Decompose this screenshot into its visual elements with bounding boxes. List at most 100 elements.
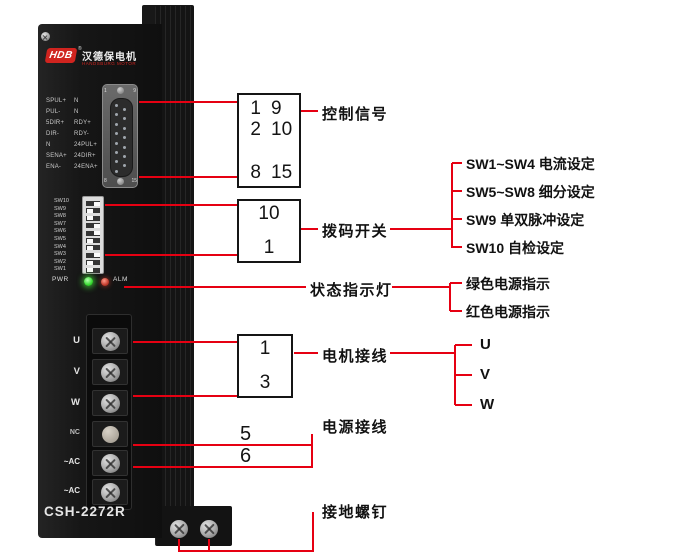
dip-switch bbox=[86, 201, 100, 206]
pwr-label: PWR bbox=[52, 276, 69, 283]
registered-mark: ® bbox=[78, 46, 82, 52]
pin-label: SENA+ bbox=[46, 153, 67, 159]
dip-setting-microstep: SW5~SW8 细分设定 bbox=[466, 184, 595, 200]
model-label: CSH-2272R bbox=[44, 504, 126, 519]
dip-switch bbox=[86, 252, 100, 258]
motor-top-number: 1 bbox=[259, 338, 271, 359]
terminal-block bbox=[86, 314, 132, 510]
pin-label: PUL- bbox=[46, 109, 61, 115]
status-green-desc: 绿色电源指示 bbox=[466, 276, 550, 292]
dip-switch bbox=[86, 215, 100, 221]
terminal-label-v: V bbox=[73, 366, 80, 377]
pin-label: 24ENA+ bbox=[74, 164, 98, 170]
pin-label: 5DIR+ bbox=[46, 120, 65, 126]
terminal-screw-icon bbox=[101, 483, 120, 502]
pin-label: N bbox=[46, 142, 51, 148]
pin-number-pair: 8 15 bbox=[250, 162, 293, 183]
pin-number-pair: 2 10 bbox=[250, 119, 293, 140]
dip-switch bbox=[86, 245, 100, 251]
jack-post-icon bbox=[117, 178, 124, 185]
dip-switch bbox=[86, 238, 100, 243]
terminal-ac1 bbox=[92, 450, 128, 476]
motor-bottom-number: 3 bbox=[259, 372, 271, 393]
ground-screw-icon bbox=[170, 520, 188, 538]
terminal-screw-icon bbox=[101, 394, 120, 413]
terminal-u bbox=[92, 328, 128, 354]
brand-name-cn: 汉德保电机 bbox=[82, 52, 137, 63]
connector-pin-labels-left: SPUL+ PUL- 5DIR+ DIR- N SENA+ ENA- bbox=[46, 96, 67, 173]
terminal-label-ac2: ~AC bbox=[63, 486, 80, 495]
dip-switch-labels: SW10 SW9 SW8 SW7 SW6 SW5 SW4 SW3 SW2 SW1 bbox=[54, 198, 69, 274]
terminal-screw-icon bbox=[101, 454, 120, 473]
brand-logo: HDB bbox=[44, 48, 78, 63]
dip-switch bbox=[86, 230, 100, 236]
dip-bottom-number: 1 bbox=[263, 237, 275, 258]
terminal-label-w: W bbox=[71, 397, 80, 408]
connector-pin-labels-right: N N RDY+ RDY- 24PUL+ 24DIR+ 24ENA+ bbox=[74, 96, 98, 173]
dip-setting-pulse-mode: SW9 单双脉冲设定 bbox=[466, 212, 585, 228]
pin-number-pair: 1 9 bbox=[250, 98, 282, 119]
connector-pins-column-b bbox=[123, 108, 126, 168]
callout-box-control-pins: 1 9 2 10 8 15 bbox=[237, 93, 301, 188]
dip-label: SW6 bbox=[54, 228, 66, 235]
dip-label: SW10 bbox=[54, 198, 69, 204]
phase-label-v: V bbox=[480, 366, 491, 383]
connector-pin-number: 8 bbox=[104, 178, 107, 184]
dip-label: SW2 bbox=[54, 258, 66, 265]
panel-screw-icon bbox=[41, 32, 50, 41]
driver-front-panel: HDB ® 汉德保电机 HANDSBURG MOTOR SPUL+ PUL- 5… bbox=[38, 24, 162, 538]
callout-label-ground-screw: 接地螺钉 bbox=[322, 504, 389, 521]
dip-label: SW4 bbox=[54, 243, 66, 250]
pin-label: DIR- bbox=[46, 131, 60, 137]
connector-pin-number: 1 bbox=[104, 88, 107, 94]
dip-setting-current: SW1~SW4 电流设定 bbox=[466, 156, 595, 172]
brand-abbr: HDB bbox=[48, 50, 74, 61]
dip-switch bbox=[86, 223, 100, 229]
db15-connector: 1 9 8 15 bbox=[102, 84, 138, 188]
dip-top-number: 10 bbox=[258, 203, 280, 224]
alarm-led-red bbox=[101, 278, 109, 286]
pin-label: RDY+ bbox=[74, 120, 91, 126]
terminal-plug-icon bbox=[102, 426, 119, 443]
pin-label: RDY- bbox=[74, 131, 89, 137]
terminal-label-nc: NC bbox=[69, 429, 80, 436]
connector-shell bbox=[110, 98, 133, 177]
callout-label-dip-switch: 拨码开关 bbox=[322, 223, 389, 240]
pin-label: ENA- bbox=[46, 164, 62, 170]
ground-screw-icon bbox=[200, 520, 218, 538]
power-pin-6: 6 bbox=[240, 445, 252, 467]
connector-pin-number: 15 bbox=[131, 178, 137, 184]
dip-label: SW9 bbox=[54, 205, 66, 212]
dip-label: SW7 bbox=[54, 220, 66, 227]
terminal-v bbox=[92, 359, 128, 385]
terminal-w bbox=[92, 390, 128, 416]
dip-label: SW8 bbox=[54, 213, 66, 220]
terminal-screw-icon bbox=[101, 363, 120, 382]
terminal-screw-icon bbox=[101, 332, 120, 351]
dip-setting-self-test: SW10 自检设定 bbox=[466, 240, 565, 256]
brand-name-en: HANDSBURG MOTOR bbox=[82, 61, 137, 66]
terminal-label-ac1: ~AC bbox=[63, 457, 80, 466]
power-led-green bbox=[84, 277, 93, 286]
alm-label: ALM bbox=[113, 276, 128, 283]
phase-label-u: U bbox=[480, 336, 491, 353]
connector-pins-column-a bbox=[115, 104, 118, 173]
callout-label-control-signal: 控制信号 bbox=[322, 106, 389, 123]
pin-label: N bbox=[74, 98, 79, 104]
dip-switch bbox=[86, 267, 100, 273]
dip-label: SW3 bbox=[54, 251, 66, 258]
connector-pin-number: 9 bbox=[133, 88, 136, 94]
terminal-nc bbox=[92, 421, 128, 447]
pin-label: N bbox=[74, 109, 79, 115]
callout-box-dip-range: 10 1 bbox=[237, 199, 301, 263]
pin-label: SPUL+ bbox=[46, 98, 67, 104]
terminal-ac2 bbox=[92, 479, 128, 505]
pin-label: 24PUL+ bbox=[74, 142, 98, 148]
dip-switch-block bbox=[82, 196, 104, 274]
mounting-tab-bottom bbox=[158, 506, 232, 546]
status-red-desc: 红色电源指示 bbox=[466, 304, 550, 320]
dip-switch bbox=[86, 260, 100, 266]
pin-label: 24DIR+ bbox=[74, 153, 96, 159]
callout-box-motor-pins: 1 3 bbox=[237, 334, 293, 398]
